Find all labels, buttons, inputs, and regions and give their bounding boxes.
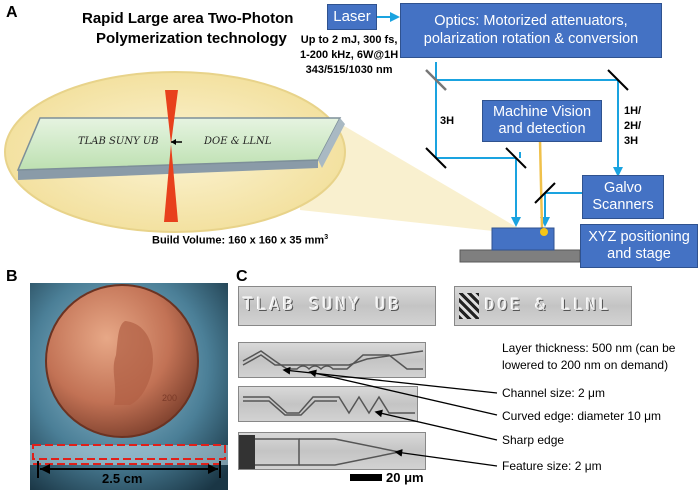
build-volume: Build Volume: 160 x 160 x 35 mm3 [152, 234, 328, 247]
xyz-stage-box: XYZ positioning and stage [580, 224, 698, 268]
beam-label-1h: 1H/ [624, 105, 642, 117]
scale-arrow-left [40, 464, 50, 474]
annot-channel: Channel size: 2 μm [502, 386, 605, 400]
beam-path-diagram [4, 12, 629, 263]
panel-b-letter: B [6, 268, 18, 285]
scale-arrow-right [208, 464, 218, 474]
annot-curved: Curved edge: diameter 10 μm [502, 409, 661, 423]
panel-c-letter: C [236, 268, 248, 285]
laser-box-label: Laser [333, 8, 371, 25]
galvo-line1: Galvo [604, 179, 642, 196]
printed-area-dashed [32, 444, 226, 460]
annot-layer-line1: Layer thickness: 500 nm (can be [502, 341, 676, 355]
arrow-sharp [374, 409, 498, 441]
optics-box-line2: polarization rotation & conversion [423, 30, 639, 47]
machine-vision-line1: Machine Vision [492, 103, 592, 120]
stage-sample [491, 227, 555, 251]
sample-text-right: DOE & LLNL [204, 136, 272, 147]
beam-label-2h: 2H/ [624, 120, 642, 132]
penny-date: 200 [162, 393, 177, 403]
focus-marker-arrow [171, 139, 176, 145]
panel-a-title-line2: Polymerization technology [96, 30, 287, 47]
mirror-3 [425, 147, 447, 169]
panel-a-title-line1: Rapid Large area Two-Photon [82, 10, 294, 27]
machine-vision-line2: and detection [498, 121, 586, 137]
xyz-line2: and stage [607, 246, 671, 262]
laser-box: Laser [327, 4, 377, 30]
curved-pattern [243, 395, 415, 416]
arrow-curved [308, 369, 498, 416]
penny-photo: 200 [30, 283, 228, 490]
annot-layer-line2: lowered to 200 nm on demand) [502, 358, 669, 372]
galvo-line2: Scanners [592, 197, 654, 213]
sample-slab-side [18, 160, 318, 180]
sample-text-left: TLAB SUNY UB [78, 136, 159, 147]
mirror-4 [505, 147, 527, 169]
micrograph-curved [238, 386, 418, 422]
mirror-1 [425, 69, 447, 91]
micrograph-text-left: TLAB SUNY UB [238, 286, 436, 326]
machine-vision-box: Machine Vision and detection [482, 100, 602, 142]
laser-spec-line1: Up to 2 mJ, 300 fs, [300, 34, 398, 46]
laser-spec-line2: 1-200 kHz, 6W@1H [300, 49, 399, 61]
laser-spec-line3: 343/515/1030 nm [305, 64, 393, 76]
annot-feature: Feature size: 2 μm [502, 459, 602, 473]
stage-focus-spot [540, 228, 548, 236]
panel-a-letter: A [6, 4, 18, 21]
beam-label-3h-right: 3H [624, 135, 639, 147]
vision-detection-line [538, 139, 544, 229]
laser-specs: Up to 2 mJ, 300 fs, 1-200 kHz, 6W@1H 343… [300, 33, 398, 78]
micro-pattern-block [459, 293, 479, 319]
build-volume-sup: 3 [324, 234, 329, 241]
micro-text-left: TLAB SUNY UB [243, 295, 402, 315]
laser-focus-lower [164, 144, 178, 222]
arrow-feature [394, 448, 498, 467]
mirror-2 [607, 69, 629, 91]
micrograph-channel [238, 342, 426, 378]
channel-pattern [242, 350, 424, 371]
annot-sharp: Sharp edge [502, 433, 565, 447]
penny-scale-label: 2.5 cm [102, 471, 143, 486]
optics-box-line1: Optics: Motorized attenuators, [434, 13, 628, 30]
scale-bar-label: 20 μm [386, 470, 424, 485]
mirror-5 [534, 182, 556, 204]
beam-label-harmonics: 1H/ 2H/ 3H [624, 104, 641, 149]
penny-portrait [113, 321, 153, 405]
zoom-cone [300, 100, 530, 235]
scale-bar-rect [350, 474, 382, 481]
beam-label-3h: 3H [440, 115, 455, 127]
optics-box: Optics: Motorized attenuators, polarizat… [400, 3, 662, 58]
sample-slab-end [318, 118, 345, 168]
micrograph-text-right: DOE & LLNL [454, 286, 632, 326]
micro-text-right: DOE & LLNL [485, 295, 612, 314]
xyz-line1: XYZ positioning [588, 228, 690, 245]
build-volume-text: Build Volume: 160 x 160 x 35 mm [152, 234, 325, 247]
laser-focus-upper [165, 90, 178, 144]
galvo-box: Galvo Scanners [582, 175, 664, 219]
